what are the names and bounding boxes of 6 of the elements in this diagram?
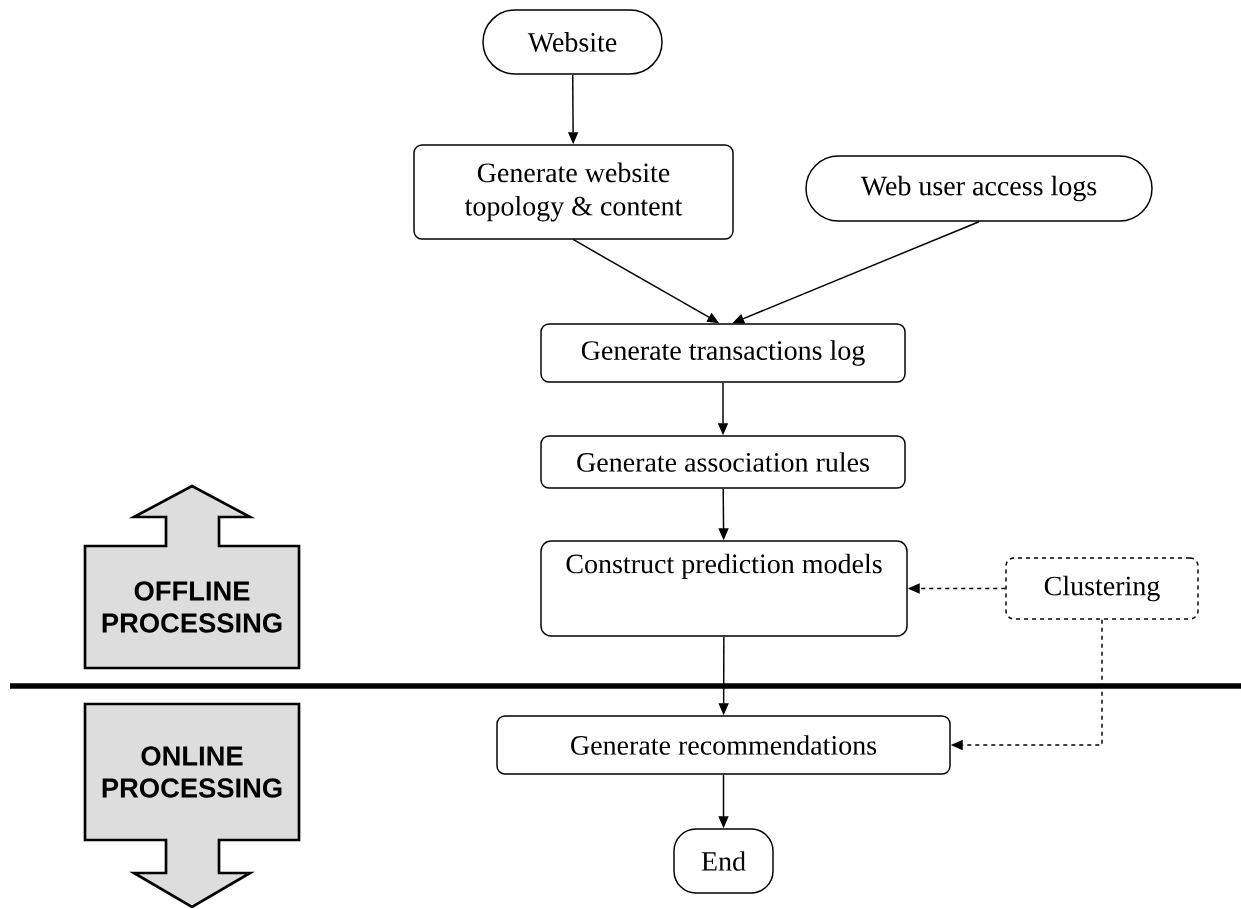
process-box: Generate website topology & content <box>413 144 734 240</box>
process-box: Construct prediction models <box>540 540 908 637</box>
process-box: Generate recommendations <box>496 715 951 775</box>
process-box: Clustering <box>1005 557 1199 620</box>
process-box: Generate transactions log <box>540 323 906 383</box>
process-box: Generate association rules <box>540 435 906 489</box>
